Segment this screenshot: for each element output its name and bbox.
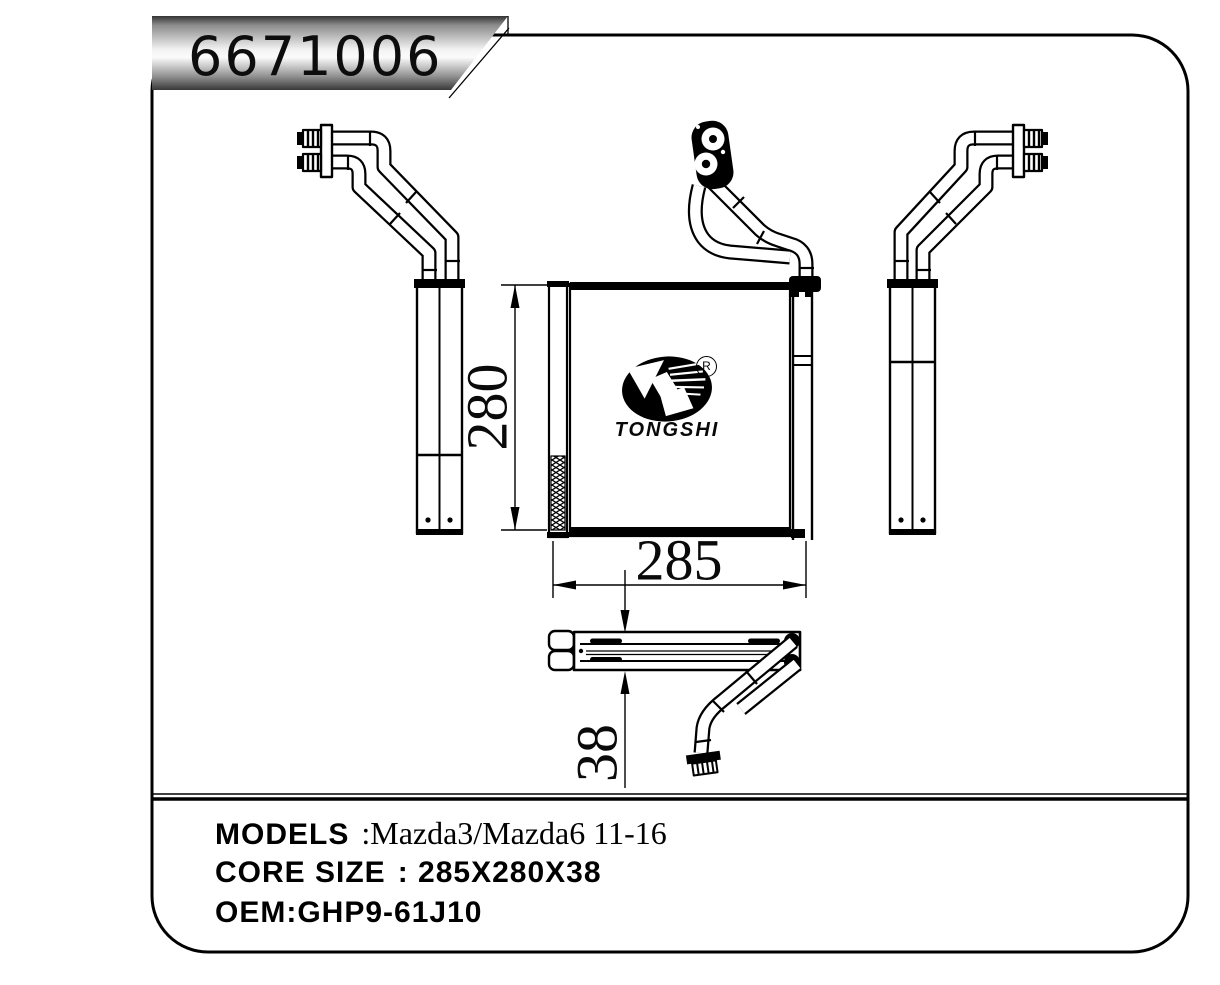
- dim-depth-label: 38: [564, 724, 630, 782]
- left-tank-side-view: [414, 279, 465, 535]
- oem-label: OEM:: [215, 896, 298, 929]
- core-bottom-bar: [570, 527, 790, 535]
- core-size-value: : 285X280X38: [397, 856, 602, 889]
- right-pipe-assembly-drawing: [893, 123, 1048, 283]
- dim-height-label: 280: [454, 363, 520, 451]
- tongshi-logo-icon: [622, 356, 712, 422]
- oem-value: GHP9-61J10: [297, 896, 483, 929]
- left-pipe-assembly-drawing: [297, 123, 460, 283]
- spec-oem-row: OEM:GHP9-61J10: [215, 893, 482, 933]
- bottom-pipe-fitting: [685, 750, 721, 777]
- core-top-bar: [570, 282, 790, 290]
- center-pipe-assembly-drawing: [687, 120, 814, 283]
- spec-models-row: MODELS :Mazda3/Mazda6 11-16: [215, 813, 667, 853]
- page-border: [150, 33, 1190, 954]
- brand-name: TONGSHI: [614, 419, 720, 441]
- dim-280: [501, 284, 547, 531]
- dim-285: [552, 541, 807, 598]
- right-tank-side-view: [887, 279, 938, 535]
- spec-core-size-row: CORE SIZE : 285X280X38: [215, 853, 602, 893]
- core-size-label: CORE SIZE: [215, 856, 386, 889]
- pipe-joint-ticks: [346, 131, 460, 272]
- core-hatch-strip: [550, 455, 566, 531]
- right-threaded-fittings: [1011, 123, 1048, 179]
- registered-trademark-icon: R: [696, 356, 717, 377]
- bottom-view-drawing: [547, 629, 802, 777]
- pipe-collar: [789, 276, 821, 292]
- center-flange: [691, 120, 734, 190]
- part-number-banner: [152, 16, 510, 99]
- dim-width-label: 285: [635, 527, 723, 593]
- dim-38: [620, 570, 630, 788]
- part-number: 6671006: [188, 25, 443, 88]
- models-label: MODELS: [215, 818, 350, 851]
- left-threaded-fittings: [297, 123, 334, 179]
- models-value: :Mazda3/Mazda6 11-16: [361, 815, 667, 851]
